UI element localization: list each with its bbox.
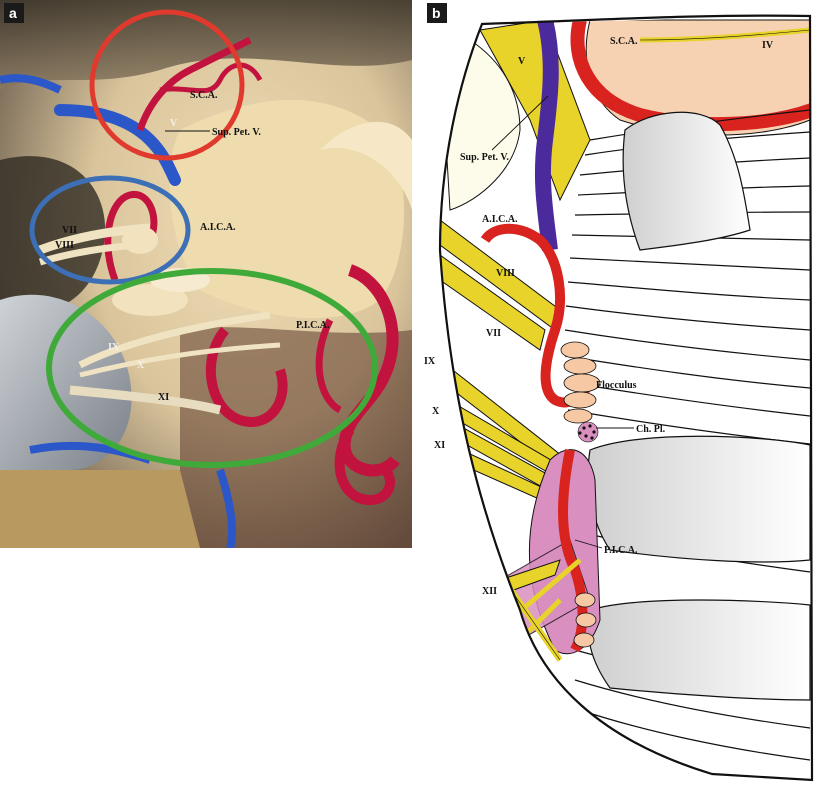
b-label-xii: XII [482, 586, 497, 597]
a-label-v: V [170, 118, 178, 129]
b-label-ix: IX [424, 356, 436, 367]
a-label-sca: S.C.A. [190, 90, 218, 101]
svg-text:a: a [9, 5, 17, 21]
blue-circle [29, 175, 191, 285]
b-label-sup-pet-v: Sup. Pet. V. [460, 152, 509, 163]
svg-text:b: b [432, 5, 441, 21]
a-label-xi: XI [158, 392, 169, 403]
panel-a-photo [0, 0, 412, 548]
a-label-pica: P.I.C.A. [296, 320, 330, 331]
b-label-viii: VIII [496, 268, 515, 279]
b-label-aica: A.I.C.A. [482, 214, 518, 225]
b-label-xi: XI [434, 440, 445, 451]
b-label-vii: VII [486, 328, 501, 339]
b-label-ch-pl: Ch. Pl. [636, 424, 666, 435]
green-circle [46, 268, 378, 468]
a-label-viii: VIII [55, 240, 74, 251]
a-label-ix: IX [108, 342, 120, 353]
b-leader-sup-pet-v [491, 95, 549, 151]
b-label-iv: IV [762, 40, 774, 51]
panel-a-tag: a [4, 3, 24, 23]
panel-b-tag: b [427, 3, 447, 23]
b-label-flocculus: Flocculus [596, 380, 637, 391]
red-circle [89, 9, 245, 161]
b-label-sca: S.C.A. [610, 36, 638, 47]
b-label-v: V [518, 56, 526, 67]
b-label-x: X [432, 406, 440, 417]
a-label-sup-pet-v: Sup. Pet. V. [212, 127, 261, 138]
a-label-aica: A.I.C.A. [200, 222, 236, 233]
a-label-vii: VII [62, 225, 77, 236]
b-leader-pica [574, 539, 603, 549]
panel-b-drawing [438, 14, 814, 782]
a-label-x: X [137, 360, 145, 371]
b-label-pica: P.I.C.A. [604, 545, 638, 556]
